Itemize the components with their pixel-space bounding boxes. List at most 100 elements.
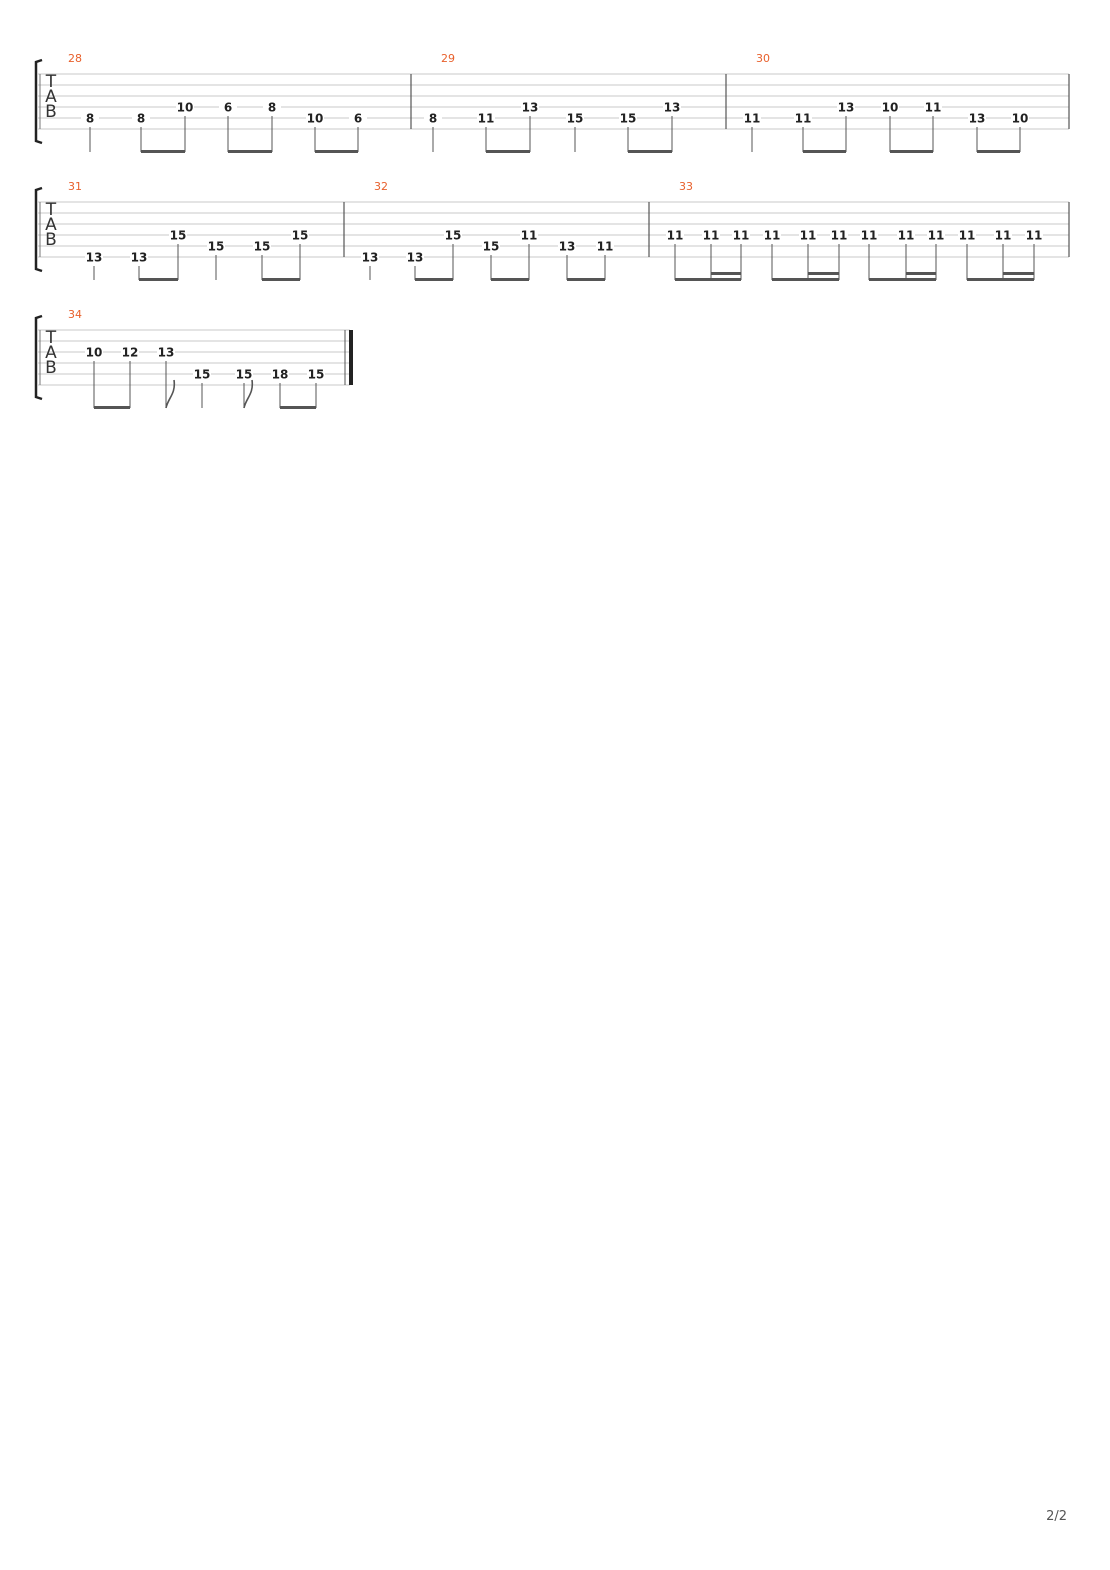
fret-number: 11: [521, 229, 538, 243]
fret-number: 11: [667, 229, 684, 243]
fret-backing: [349, 112, 367, 124]
fret-number: 11: [861, 229, 878, 243]
fret-number: 15: [194, 368, 211, 382]
fret-number: 11: [831, 229, 848, 243]
beam-primary: [567, 278, 605, 281]
measure-number: 34: [68, 308, 82, 321]
fret-number: 8: [137, 112, 145, 126]
beam-primary: [280, 406, 316, 409]
note-flag: [243, 379, 254, 409]
fret-backing: [763, 229, 781, 241]
fret-number: 15: [236, 368, 253, 382]
fret-number: 13: [86, 251, 103, 265]
fret-backing: [169, 229, 187, 241]
system-bracket: [34, 314, 43, 401]
fret-backing: [306, 112, 324, 124]
fret-number: 11: [959, 229, 976, 243]
fret-number: 8: [86, 112, 94, 126]
fret-number: 15: [483, 240, 500, 254]
beam-secondary: [1003, 272, 1034, 275]
fret-backing: [253, 240, 271, 252]
fret-number: 13: [969, 112, 986, 126]
beam-primary: [141, 150, 185, 153]
beam-primary: [262, 278, 300, 281]
fret-backing: [596, 240, 614, 252]
fret-number: 13: [131, 251, 148, 265]
beam-primary: [628, 150, 672, 153]
fret-backing: [235, 368, 253, 380]
beam-primary: [491, 278, 529, 281]
fret-number: 11: [800, 229, 817, 243]
fret-backing: [176, 101, 194, 113]
fret-backing: [837, 101, 855, 113]
beam-primary: [94, 406, 130, 409]
fret-backing: [520, 229, 538, 241]
fret-number: 15: [620, 112, 637, 126]
fret-number: 12: [122, 346, 139, 360]
fret-backing: [219, 101, 237, 113]
tab-clef-letter: T: [45, 328, 57, 348]
fret-number: 11: [478, 112, 495, 126]
fret-number: 11: [898, 229, 915, 243]
tab-clef-letter: B: [45, 102, 57, 122]
beam-secondary: [808, 272, 839, 275]
fret-backing: [830, 229, 848, 241]
fret-number: 11: [928, 229, 945, 243]
fret-backing: [1011, 112, 1029, 124]
fret-number: 10: [307, 112, 324, 126]
fret-backing: [558, 240, 576, 252]
fret-backing: [361, 251, 379, 263]
fret-backing: [307, 368, 325, 380]
fret-number: 11: [995, 229, 1012, 243]
fret-number: 8: [268, 101, 276, 115]
fret-number: 11: [925, 101, 942, 115]
fret-number: 13: [559, 240, 576, 254]
system-bracket: [34, 186, 43, 273]
fret-number: 15: [308, 368, 325, 382]
fret-backing: [193, 368, 211, 380]
fret-backing: [958, 229, 976, 241]
beam-primary: [803, 150, 846, 153]
measure-number: 31: [68, 180, 82, 193]
tab-clef-letter: T: [45, 72, 57, 92]
beam-primary: [869, 278, 936, 281]
fret-backing: [81, 112, 99, 124]
beam-secondary: [711, 272, 741, 275]
measure-number: 28: [68, 52, 82, 65]
fret-backing: [799, 229, 817, 241]
fret-backing: [619, 112, 637, 124]
tab-clef-letter: B: [45, 358, 57, 378]
fret-number: 13: [407, 251, 424, 265]
beam-primary: [675, 278, 741, 281]
beam-primary: [967, 278, 1034, 281]
fret-number: 6: [354, 112, 362, 126]
fret-backing: [666, 229, 684, 241]
fret-backing: [743, 112, 761, 124]
fret-backing: [521, 101, 539, 113]
fret-number: 15: [292, 229, 309, 243]
fret-backing: [85, 346, 103, 358]
fret-backing: [482, 240, 500, 252]
fret-backing: [566, 112, 584, 124]
fret-number: 11: [703, 229, 720, 243]
fret-number: 11: [795, 112, 812, 126]
fret-number: 15: [170, 229, 187, 243]
measure-number: 29: [441, 52, 455, 65]
fret-backing: [663, 101, 681, 113]
fret-backing: [927, 229, 945, 241]
measure-number: 32: [374, 180, 388, 193]
fret-backing: [897, 229, 915, 241]
fret-number: 11: [597, 240, 614, 254]
fret-number: 13: [522, 101, 539, 115]
tab-clef-letter: A: [45, 87, 57, 107]
tab-clef-letter: T: [45, 200, 57, 220]
